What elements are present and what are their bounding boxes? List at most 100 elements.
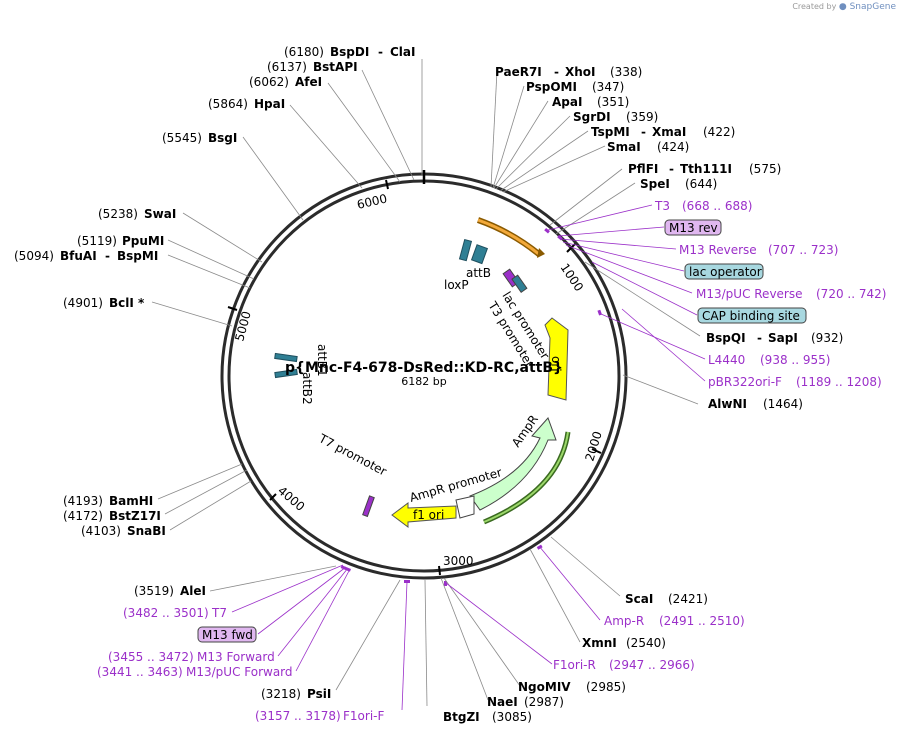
- attb1-feature: [274, 352, 298, 363]
- enzyme-pos-bamhi: (4193): [63, 494, 103, 508]
- enzyme-pos-alwni: (1464): [763, 397, 803, 411]
- ampr-feature: [469, 417, 557, 511]
- enzyme-name-spei: SpeI: [640, 177, 670, 191]
- enzyme-pos-xmni: (2540): [626, 636, 666, 650]
- primer-name-f1ori-r: F1ori-R: [553, 658, 596, 672]
- enzyme-name-bcli: BclI *: [109, 296, 145, 310]
- leader-bamhi: [157, 463, 243, 500]
- tick-mark-1000: [566, 243, 576, 253]
- leader-bsgi: [242, 136, 304, 221]
- enzyme-name-clai: ClaI: [390, 45, 415, 59]
- leader-l4440: [600, 313, 706, 360]
- leader-apai: [493, 100, 549, 189]
- enzyme-pos-alei: (3519): [134, 584, 174, 598]
- leader-cap-site: [591, 261, 698, 316]
- enzyme-name-bspdi: BspDI: [330, 45, 369, 59]
- tick-mark-2000: [591, 448, 602, 454]
- enzyme-name-bstz17i: BstZ17I: [109, 509, 161, 523]
- tick-label-3000: 3000: [443, 554, 474, 568]
- leader-spei: [555, 182, 636, 235]
- cap-site-box: [697, 307, 807, 324]
- primer-range-m13-puc-reverse: (720 .. 742): [816, 287, 886, 301]
- primer-name-m13-reverse: M13 Reverse: [679, 243, 757, 257]
- enzyme-sep-xhoi: -: [554, 65, 559, 79]
- leader-m13-puc-reverse: [565, 244, 693, 294]
- m13-rev-box: [664, 219, 722, 236]
- primer-mark-l4440: [597, 309, 602, 316]
- enzyme-name-bspmi: BspMI: [117, 249, 158, 263]
- enzyme-sep-xmai: -: [641, 125, 646, 139]
- primer-name-amp-r: Amp-R: [604, 614, 644, 628]
- tick-mark-3000: [438, 565, 441, 576]
- t3-promoter-feature: [511, 274, 528, 293]
- primer-range-f1ori-f: (3157 .. 3178): [255, 709, 341, 723]
- enzyme-name-xhoi: XhoI: [565, 65, 596, 79]
- primer-range-f1ori-r: (2947 .. 2966): [609, 658, 695, 672]
- primer-name-t7: T7: [211, 606, 227, 620]
- primer-name-l4440: L4440: [708, 353, 745, 367]
- leader-m13-rev: [557, 226, 665, 237]
- primer-range-t7: (3482 .. 3501): [123, 606, 209, 620]
- leader-bspqi: [584, 261, 701, 337]
- enzyme-pos-pflfi: (575): [749, 162, 781, 176]
- enzyme-name-paer7i: PaeR7I: [495, 65, 542, 79]
- leader-alei: [209, 565, 337, 592]
- enzyme-name-alwni: AlwNI: [708, 397, 747, 411]
- enzyme-pos-bstz17i: (4172): [63, 509, 103, 523]
- enzyme-pos-bspqi: (932): [811, 331, 843, 345]
- primer-name-m13-puc-forward: M13/pUC Forward: [186, 665, 293, 679]
- enzyme-name-bstapi: BstAPI: [313, 60, 358, 74]
- enzyme-pos-ppumi: (5119): [77, 234, 117, 248]
- enzyme-pos-hpai: (5864): [208, 97, 248, 111]
- primer-mark-m13-fwd: [340, 565, 352, 572]
- enzyme-sep-bspmi: -: [105, 249, 110, 263]
- tick-label-1000: 1000: [558, 261, 587, 294]
- feature-orange-arrow: [477, 218, 541, 257]
- enzyme-pos-ngomiv: (2985): [586, 680, 626, 694]
- enzyme-pos-tspmi: (422): [703, 125, 735, 139]
- leader-naei: [440, 577, 489, 701]
- leader-tspmi: [499, 130, 589, 192]
- primer-marks: [340, 227, 602, 586]
- leader-smai: [502, 145, 606, 193]
- leader-paer7i: [490, 70, 498, 188]
- leader-scai: [550, 536, 621, 597]
- enzyme-name-ppumi: PpuMI: [122, 234, 164, 248]
- enzyme-leader-lines: [151, 59, 701, 707]
- credit-prefix: Created by: [792, 2, 837, 11]
- ampr-track: [483, 431, 569, 523]
- tick-mark-5000: [227, 306, 238, 311]
- credit-brand: SnapGene: [849, 2, 896, 12]
- enzyme-name-tth111i: Tth111I: [680, 162, 732, 176]
- primer-name-m13-puc-reverse: M13/pUC Reverse: [696, 287, 803, 301]
- primer-name-f1ori-f: F1ori-F: [343, 709, 384, 723]
- primer-range-l4440: (938 .. 955): [760, 353, 830, 367]
- cap-site-label: CAP binding site: [702, 309, 800, 323]
- enzyme-pos-bfuai: (5094): [14, 249, 54, 263]
- enzyme-name-afei: AfeI: [295, 75, 322, 89]
- enzyme-pos-btgzi: (3085): [492, 710, 532, 724]
- enzyme-name-scai: ScaI: [625, 592, 653, 606]
- enzyme-name-ngomiv: NgoMIV: [518, 680, 571, 694]
- feature-label-f1-ori: f1 ori: [413, 508, 444, 522]
- leader-xmni: [529, 548, 581, 643]
- feature-label-loxp: loxP: [444, 278, 469, 292]
- feature-label-attb2: attB2: [300, 372, 314, 405]
- leader-snabi: [169, 480, 252, 531]
- leader-bcli: [151, 301, 233, 327]
- leader-lac-operator: [562, 241, 685, 272]
- enzyme-name-sapi: SapI: [768, 331, 798, 345]
- enzyme-pos-snabi: (4103): [81, 524, 121, 538]
- enzyme-name-bfuai: BfuAI: [60, 249, 97, 263]
- primer-labels: T3 (668 .. 688) M13 Reverse (707 .. 723)…: [97, 199, 886, 723]
- snapgene-logo: ● SnapGene: [838, 2, 896, 12]
- leader-t3: [547, 204, 653, 231]
- primer-range-amp-r: (2491 .. 2510): [659, 614, 745, 628]
- primer-mark-f1ori-f: [404, 580, 410, 583]
- enzyme-pos-naei: (2987): [524, 695, 564, 709]
- enzyme-name-tspmi: TspMI: [591, 125, 630, 139]
- leader-m13-forward: [277, 567, 349, 657]
- enzyme-pos-psii: (3218): [261, 687, 301, 701]
- leader-f1ori-f: [401, 581, 408, 711]
